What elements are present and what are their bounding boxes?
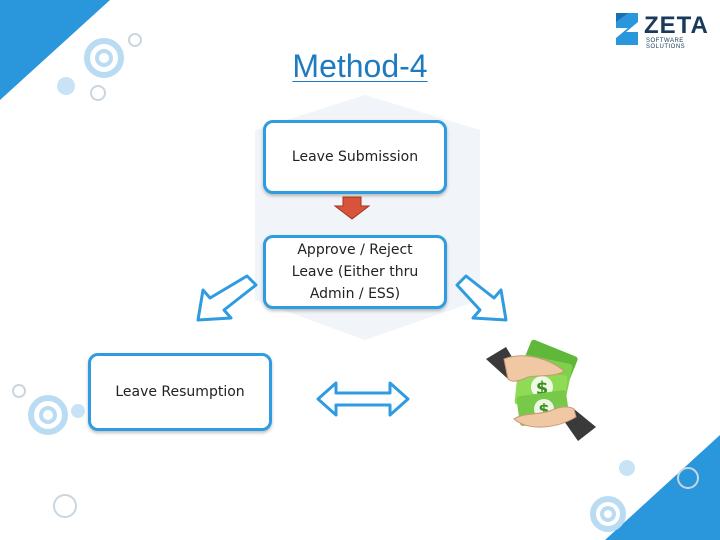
money-hands-icon: $ $ <box>486 339 596 441</box>
zeta-logo-icon <box>616 13 638 45</box>
bottom-right-circles <box>590 467 699 532</box>
node-label: Leave Submission <box>291 149 419 165</box>
diagonal-arrow-left-icon <box>196 274 258 322</box>
svg-text:$: $ <box>538 400 549 419</box>
top-left-dot <box>57 77 75 95</box>
logo-tagline: SOFTWARE SOLUTIONS <box>646 38 686 50</box>
node-label-line: Leave (Either thru <box>291 264 419 280</box>
left-circles <box>12 384 77 518</box>
page-title: Method-4 <box>292 48 428 84</box>
down-arrow-icon <box>333 196 371 220</box>
node-leave-submission: Leave Submission <box>263 120 447 194</box>
node-label-line: Approve / Reject <box>297 242 413 258</box>
node-label: Approve / Reject Leave (Either thru Admi… <box>292 239 418 305</box>
bottom-right-dot <box>619 460 635 476</box>
node-label: Leave Resumption <box>115 384 245 400</box>
bottom-right-corner-triangle <box>605 435 720 540</box>
double-arrow-icon <box>316 381 410 417</box>
node-label-line: Admin / ESS) <box>309 286 401 302</box>
top-hand <box>486 347 565 382</box>
node-leave-resumption: Leave Resumption <box>88 353 272 431</box>
left-dot <box>71 404 85 418</box>
diagonal-arrow-right-icon <box>455 274 508 322</box>
top-left-corner-triangle <box>0 0 110 100</box>
bottom-hand <box>513 406 596 441</box>
top-left-circles <box>84 33 142 101</box>
logo-name: ZETA <box>644 12 709 39</box>
node-approve-reject: Approve / Reject Leave (Either thru Admi… <box>263 235 447 309</box>
